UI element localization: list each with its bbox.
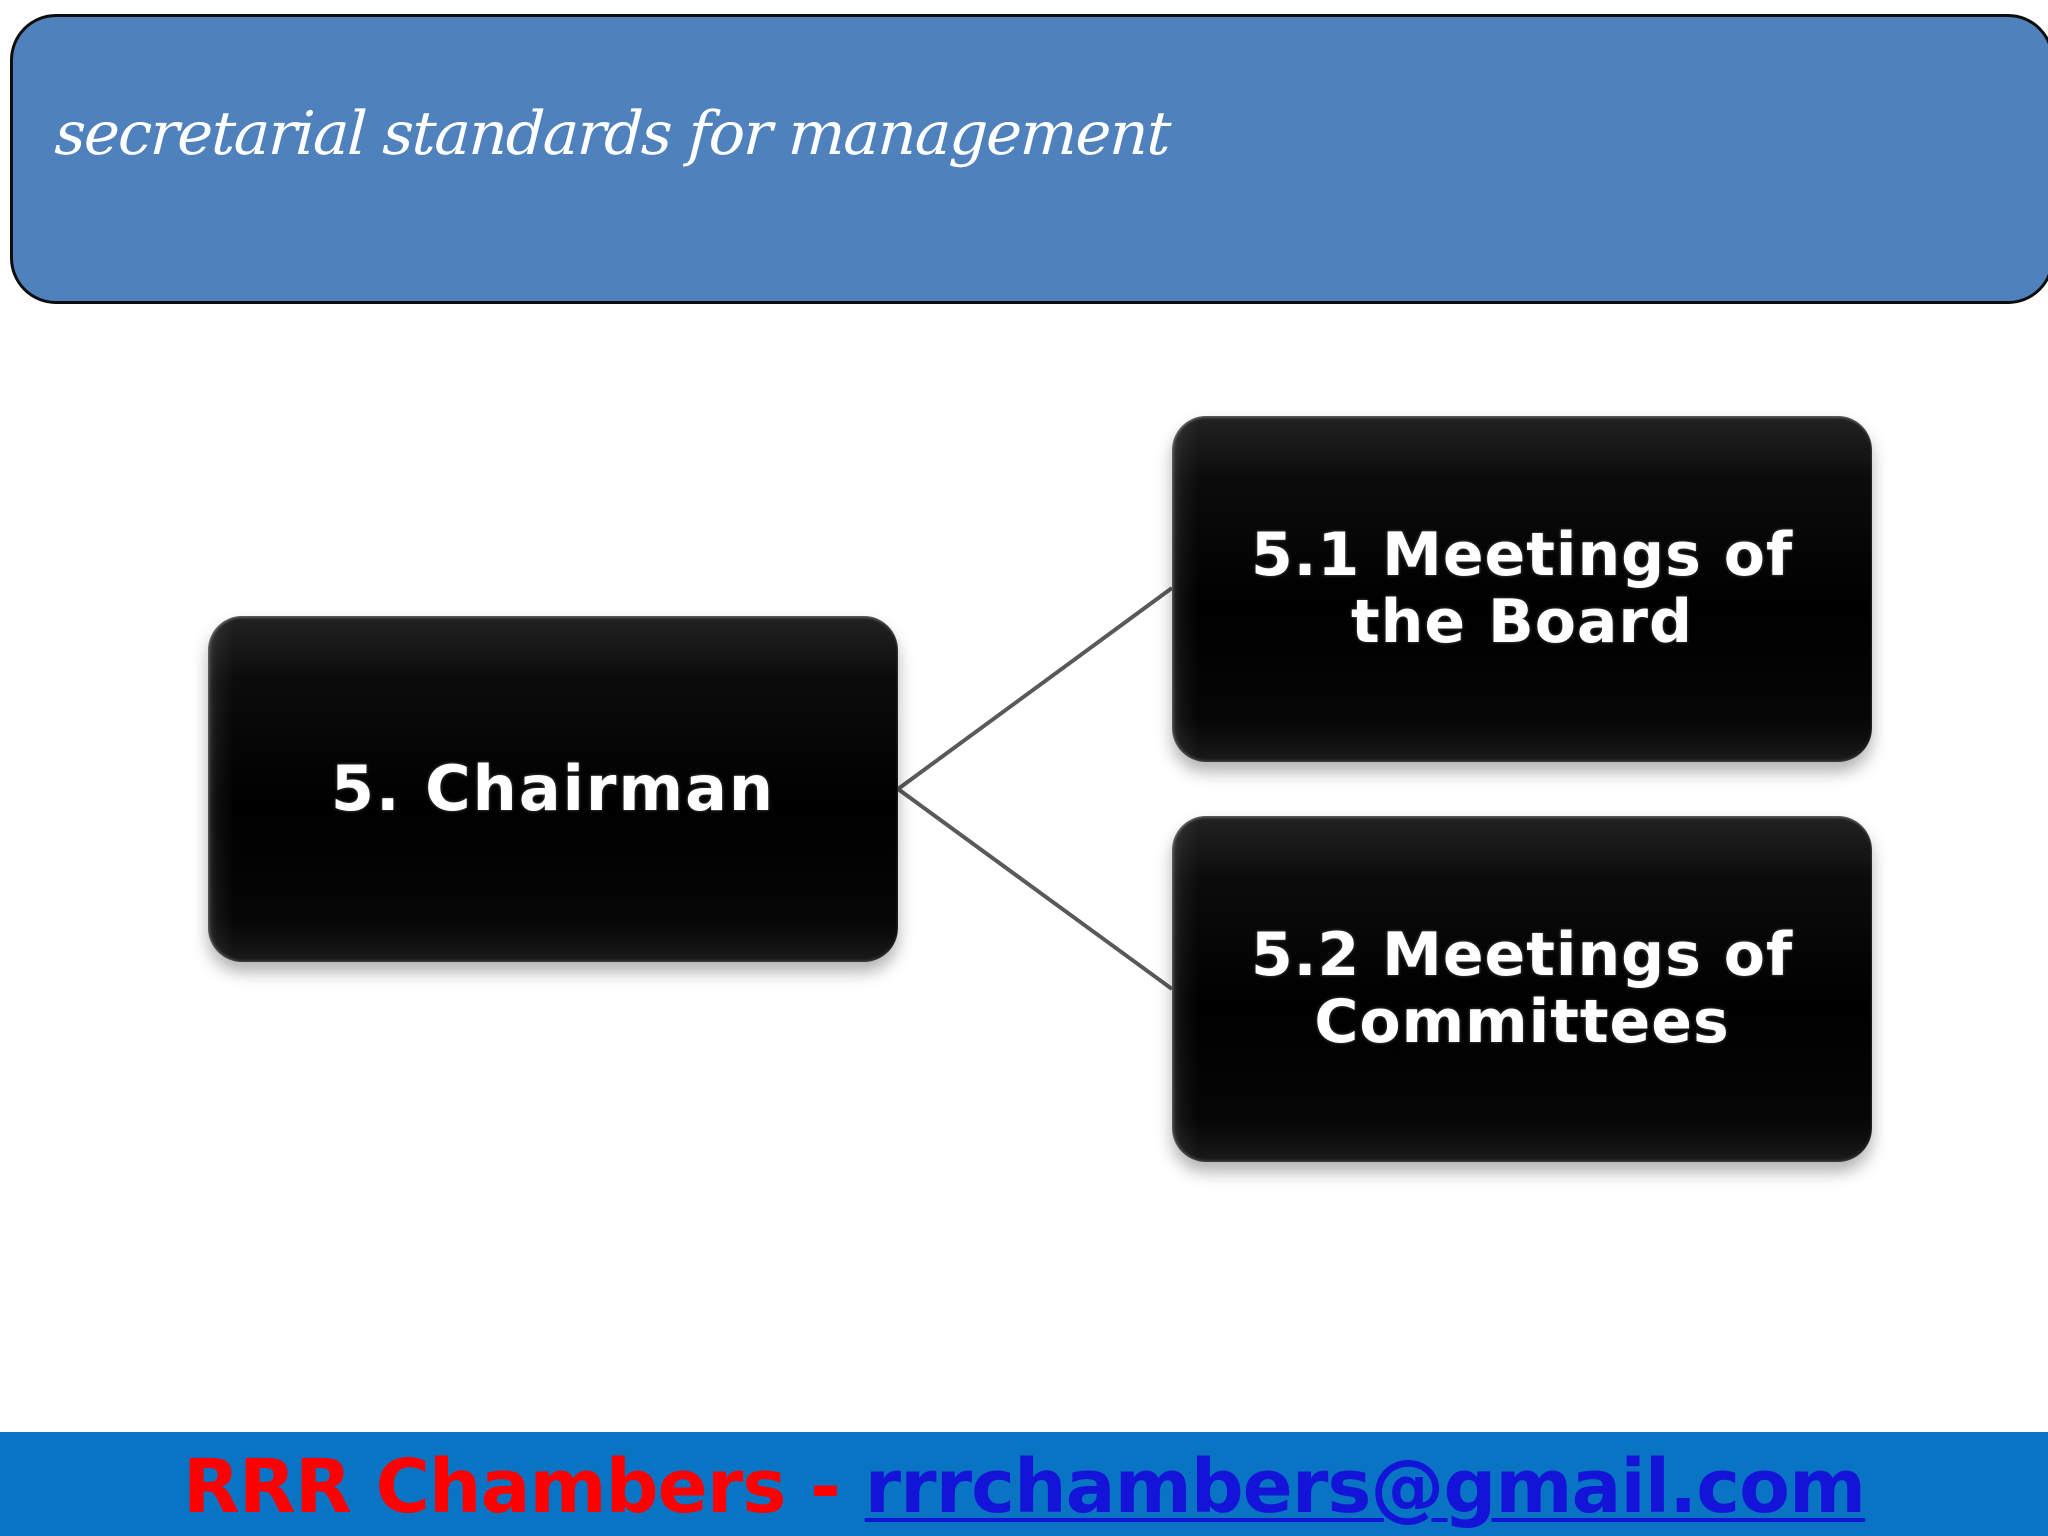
node-meetings-of-the-board-label: 5.1 Meetings of the Board — [1250, 519, 1794, 657]
footer-organization: RRR Chambers — [182, 1444, 786, 1530]
node-chairman-label: 5. Chairman — [330, 752, 776, 826]
node-meetings-of-committees[interactable]: 5.2 Meetings of Committees — [1172, 816, 1872, 1162]
connector-root-to-child2 — [896, 787, 1174, 991]
footer-email-link[interactable]: rrrchambers@gmail.com — [864, 1444, 1866, 1530]
node-chairman[interactable]: 5. Chairman — [208, 616, 898, 962]
footer-credit: RRR Chambers - rrrchambers@gmail.com — [0, 1444, 2048, 1530]
title-banner: secretarial standards for management — [10, 14, 2048, 304]
node-meetings-of-the-board[interactable]: 5.1 Meetings of the Board — [1172, 416, 1872, 762]
footer-separator: - — [785, 1444, 865, 1530]
page-title: secretarial standards for management — [53, 99, 1172, 169]
node-meetings-of-committees-label: 5.2 Meetings of Committees — [1250, 919, 1794, 1057]
footer-bar — [0, 1432, 2048, 1536]
connector-root-to-child1 — [896, 586, 1174, 791]
